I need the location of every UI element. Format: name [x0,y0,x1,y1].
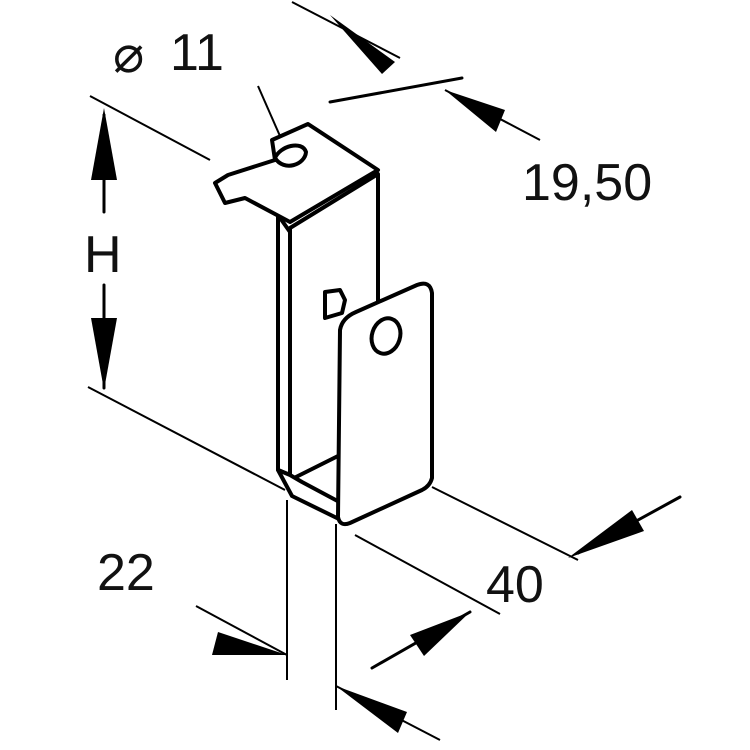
arrow-22-left [212,632,287,655]
height-label: H [84,226,122,284]
mounting-hole [369,316,403,356]
slot-hole [273,143,308,168]
arrow-40-upper [568,510,644,558]
arrow-h-top [91,108,117,180]
flange-width-label: 19,50 [522,154,652,212]
diameter-symbol: ⌀ [113,26,144,84]
diameter-value: 11 [170,24,224,82]
dim-22-lines [195,500,441,741]
bracket-part [213,122,434,527]
arrow-40-lower [410,612,470,656]
dim-h-lines [87,95,286,491]
dim-19-50-lines [291,1,541,141]
thickness-label: 22 [97,544,155,602]
arrow-19-50-lower [445,90,505,132]
depth-label: 40 [486,556,544,614]
arrow-h-bottom [91,318,117,390]
arrow-19-50-upper [330,15,395,74]
arrow-22-right [336,686,407,733]
